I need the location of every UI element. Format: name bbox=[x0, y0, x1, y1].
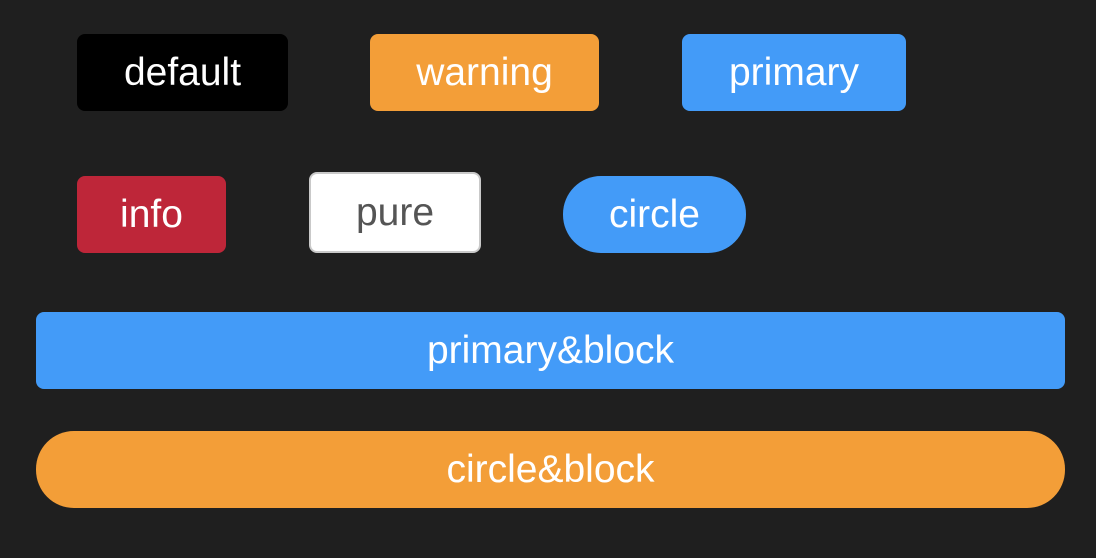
primary-button[interactable]: primary bbox=[682, 34, 906, 111]
primary-button-label: primary bbox=[728, 51, 859, 94]
circle-button-label: circle bbox=[608, 193, 700, 236]
pure-button-label: pure bbox=[355, 191, 435, 234]
circle-block-button-label: circle&block bbox=[446, 448, 655, 491]
default-button[interactable]: default bbox=[77, 34, 288, 111]
warning-button[interactable]: warning bbox=[370, 34, 599, 111]
warning-button-label: warning bbox=[416, 51, 553, 94]
primary-block-button-label: primary&block bbox=[426, 329, 675, 372]
circle-block-button[interactable]: circle&block bbox=[36, 431, 1065, 508]
default-button-label: default bbox=[123, 51, 242, 94]
circle-button[interactable]: circle bbox=[563, 176, 746, 253]
info-button-label: info bbox=[120, 193, 183, 236]
pure-button[interactable]: pure bbox=[309, 172, 481, 253]
info-button[interactable]: info bbox=[77, 176, 226, 253]
primary-block-button[interactable]: primary&block bbox=[36, 312, 1065, 389]
